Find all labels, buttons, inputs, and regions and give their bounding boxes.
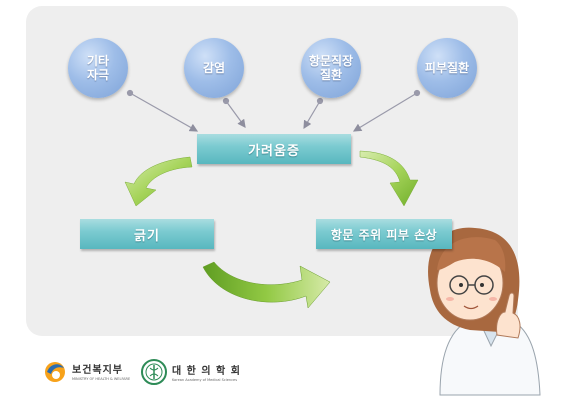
scratch-node-label: 긁기 [134,228,160,244]
cause-node-label: 감염 [202,61,226,75]
skin-damage-node-label: 항문 주위 피부 손상 [330,227,438,242]
cause-node-other-irritation: 기타 자극 [68,38,128,98]
cause-node-label: 피부질환 [424,61,470,75]
skin-damage-node: 항문 주위 피부 손상 [316,219,452,249]
center-node-itching: 가려움증 [197,134,351,164]
center-node-label: 가려움증 [248,143,300,159]
green-arrow-right [359,150,419,207]
cause-node-infection: 감염 [184,38,244,98]
connector-cause4 [352,89,421,132]
ministry-subtitle: MINISTRY OF HEALTH & WELFARE [72,377,131,381]
ministry-name: 보건복지부 [72,365,123,376]
academy-logo-group: 대 한 의 학 회 Korean Academy of Medical Scie… [140,358,241,386]
connector-cause1 [126,89,199,132]
green-arrow-bottom [202,261,331,309]
cause-node-skin-disease: 피부질환 [417,38,477,98]
academy-subtitle: Korean Academy of Medical Sciences [172,378,238,382]
scratch-node: 긁기 [80,219,214,249]
green-arrow-left [124,156,193,207]
ministry-logo-group: 보건복지부 MINISTRY OF HEALTH & WELFARE [42,358,130,384]
ministry-logo-icon [45,362,65,382]
cause-node-anorectal-disease: 항문직장 질환 [301,38,361,98]
cause-node-label: 항문직장 질환 [308,54,354,82]
cause-node-label: 기타 자극 [86,54,110,82]
connector-cause3 [303,97,324,130]
academy-seal-icon [141,359,167,385]
doctor-illustration [428,227,541,396]
connector-cause2 [222,97,246,128]
academy-name: 대 한 의 학 회 [172,366,241,377]
